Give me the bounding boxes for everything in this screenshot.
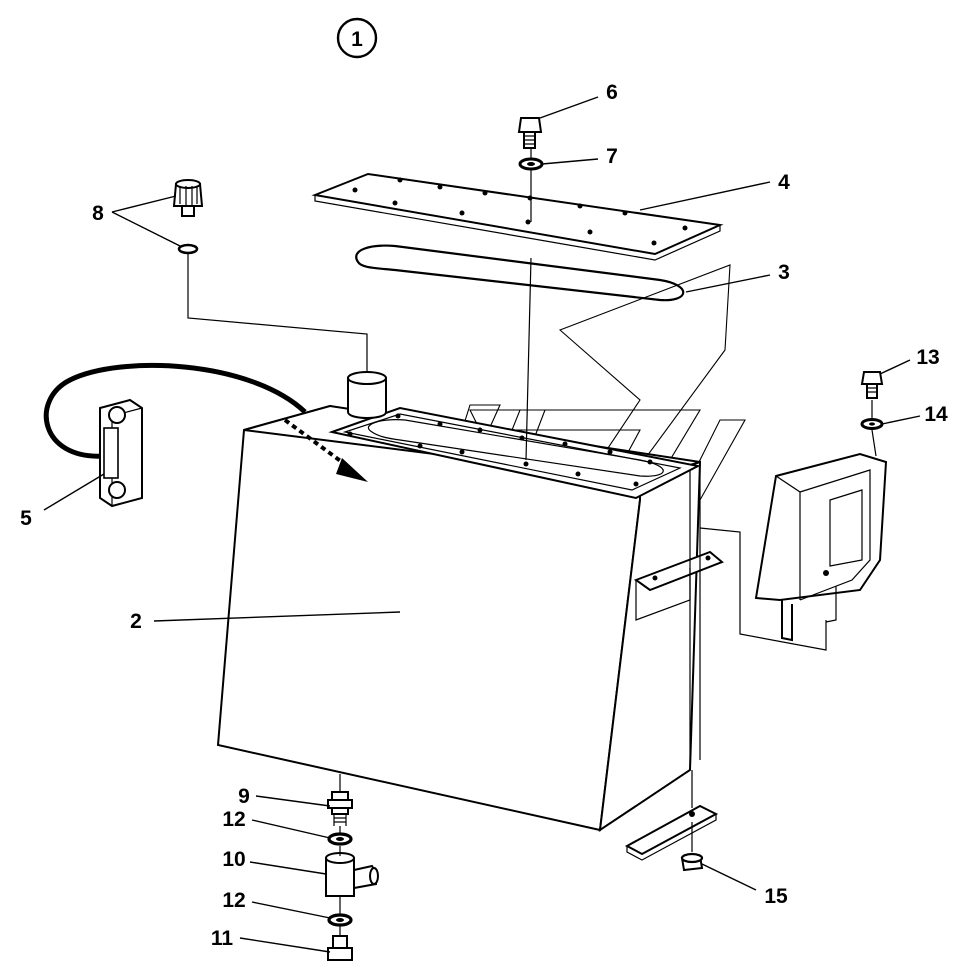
cover-plate — [311, 172, 724, 261]
callout-15: 15 — [764, 885, 788, 908]
callout-7: 7 — [606, 145, 618, 168]
callout-12-lower: 12 — [222, 889, 245, 912]
callout-10: 10 — [222, 848, 245, 871]
foot-bracket — [624, 804, 719, 861]
nut-15 — [680, 852, 704, 872]
callout-2: 2 — [130, 610, 142, 633]
callout-11: 11 — [211, 927, 234, 950]
washer-12-upper — [327, 832, 353, 846]
washer-12-lower — [327, 913, 353, 927]
drain-fitting-9 — [327, 791, 353, 826]
callout-6: 6 — [606, 81, 618, 104]
washer-7 — [518, 157, 544, 171]
side-guard — [754, 452, 888, 642]
breather-cap-8 — [172, 179, 204, 255]
callout-13: 13 — [916, 346, 939, 369]
callout-3: 3 — [778, 261, 790, 284]
callout-labels: 6 7 4 3 8 5 2 13 14 9 12 10 12 11 15 — [20, 81, 948, 950]
sight-gauge-5 — [43, 362, 307, 508]
callout-12-upper: 12 — [222, 808, 245, 831]
bolt-13 — [860, 371, 884, 399]
callout-9: 9 — [238, 785, 250, 808]
leader-lines — [43, 96, 921, 953]
top-bolt-holes — [347, 413, 653, 487]
assembly-lines — [187, 148, 877, 936]
callout-5: 5 — [20, 507, 32, 530]
callout-4: 4 — [778, 171, 790, 194]
drain-valve-10 — [325, 852, 379, 897]
washer-14 — [860, 418, 884, 430]
view-number-label: 1 — [351, 28, 363, 51]
callout-8: 8 — [92, 202, 104, 225]
install-arrow — [283, 418, 368, 482]
tank-body — [216, 371, 724, 833]
drain-plug-11 — [327, 935, 353, 961]
gasket — [355, 244, 685, 302]
bolt-6 — [517, 117, 543, 149]
view-number-badge: 1 — [336, 17, 378, 59]
callout-14: 14 — [924, 403, 948, 426]
